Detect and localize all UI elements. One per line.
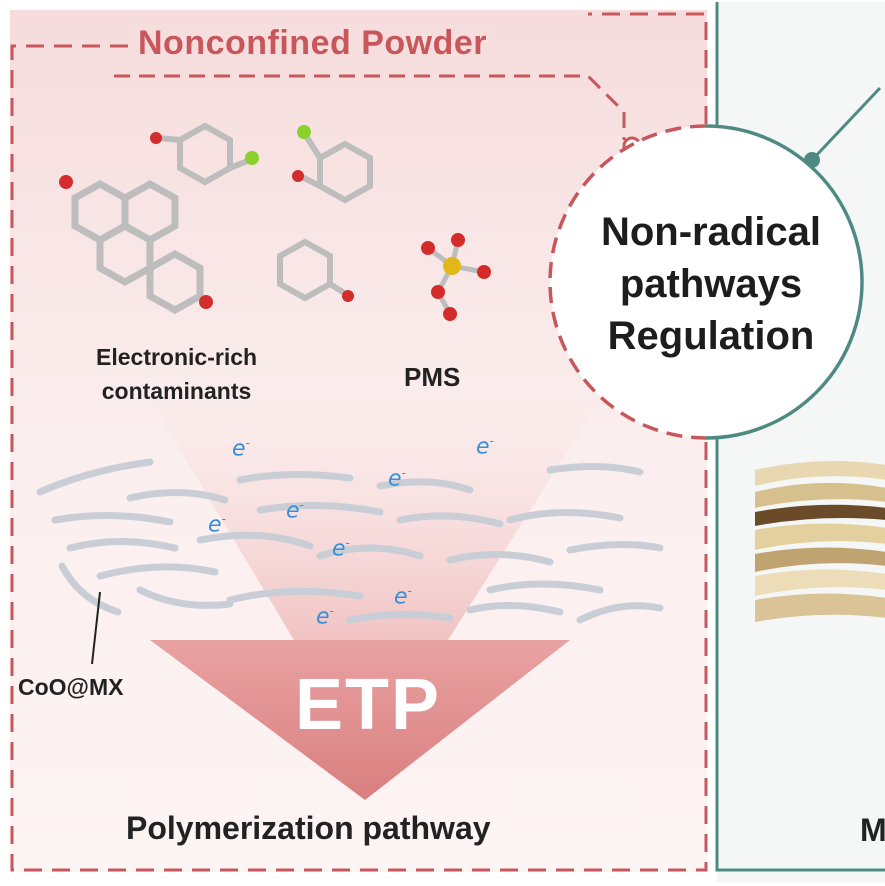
electron-letter: e bbox=[332, 536, 346, 562]
center-node-line3: Regulation bbox=[607, 314, 815, 358]
oxygen-atom bbox=[292, 170, 304, 182]
catalyst-label: CoO@MX bbox=[18, 674, 124, 700]
electron-letter: e bbox=[316, 604, 330, 630]
electron-letter: e bbox=[286, 498, 300, 524]
electron-charge: - bbox=[221, 512, 226, 526]
electron-charge: - bbox=[329, 604, 334, 618]
halogen-atom bbox=[297, 125, 311, 139]
oxygen-atom bbox=[150, 132, 162, 144]
center-circle-right-arc bbox=[705, 124, 864, 440]
oxygen-atom bbox=[477, 265, 491, 279]
polymerization-pathway-label: Polymerization pathway bbox=[126, 810, 491, 846]
pms-label: PMS bbox=[404, 362, 461, 392]
layered-membrane-image bbox=[755, 461, 885, 622]
oxygen-atom bbox=[59, 175, 73, 189]
molecule-polycyclic bbox=[71, 179, 204, 315]
oxygen-atom bbox=[443, 307, 457, 321]
electron-symbol: e- bbox=[332, 536, 350, 561]
contaminants-label: Electronic-rich contaminants bbox=[96, 340, 257, 408]
electron-symbol: e- bbox=[208, 512, 226, 537]
electron-letter: e bbox=[476, 434, 490, 460]
electron-symbol: e- bbox=[232, 436, 250, 461]
oxygen-atom bbox=[451, 233, 465, 247]
halogen-atom bbox=[245, 151, 259, 165]
oxygen-atom bbox=[199, 295, 213, 309]
electron-letter: e bbox=[388, 466, 402, 492]
electron-charge: - bbox=[345, 536, 350, 550]
electron-symbol: e- bbox=[388, 466, 406, 491]
left-panel-frame bbox=[10, 12, 708, 872]
electron-letter: e bbox=[232, 436, 246, 462]
electron-symbol: e- bbox=[316, 604, 334, 629]
oxygen-atom bbox=[342, 290, 354, 302]
center-node-line1: Non-radical bbox=[600, 210, 822, 254]
etp-arrow bbox=[150, 640, 570, 800]
etp-label: ETP bbox=[294, 665, 442, 745]
sulfur-atom bbox=[443, 257, 461, 275]
center-node-label: Non-radical pathways Regulation bbox=[560, 206, 862, 362]
connector-right bbox=[810, 86, 882, 162]
center-circle-left-arc bbox=[548, 124, 707, 440]
electron-charge: - bbox=[299, 498, 304, 512]
center-node-line2: pathways bbox=[619, 262, 803, 306]
electron-symbol: e- bbox=[286, 498, 304, 523]
oxygen-atom bbox=[431, 285, 445, 299]
electron-charge: - bbox=[245, 436, 250, 450]
electron-symbol: e- bbox=[476, 434, 494, 459]
electron-letter: e bbox=[208, 512, 222, 538]
right-panel-pathway-label: M bbox=[860, 812, 885, 848]
left-panel-title: Nonconfined Powder bbox=[132, 24, 493, 63]
contaminants-label-line2: contaminants bbox=[101, 378, 252, 404]
catalyst-flakes bbox=[36, 458, 664, 624]
connector-left bbox=[114, 74, 626, 140]
electron-charge: - bbox=[489, 434, 494, 448]
electron-symbol: e- bbox=[394, 584, 412, 609]
oxygen-atom bbox=[421, 241, 435, 255]
electron-charge: - bbox=[407, 584, 412, 598]
catalyst-pointer-line bbox=[91, 591, 101, 665]
contaminants-label-line1: Electronic-rich bbox=[96, 344, 258, 370]
electron-charge: - bbox=[401, 466, 406, 480]
electron-letter: e bbox=[394, 584, 408, 610]
center-node-circle bbox=[550, 126, 862, 438]
